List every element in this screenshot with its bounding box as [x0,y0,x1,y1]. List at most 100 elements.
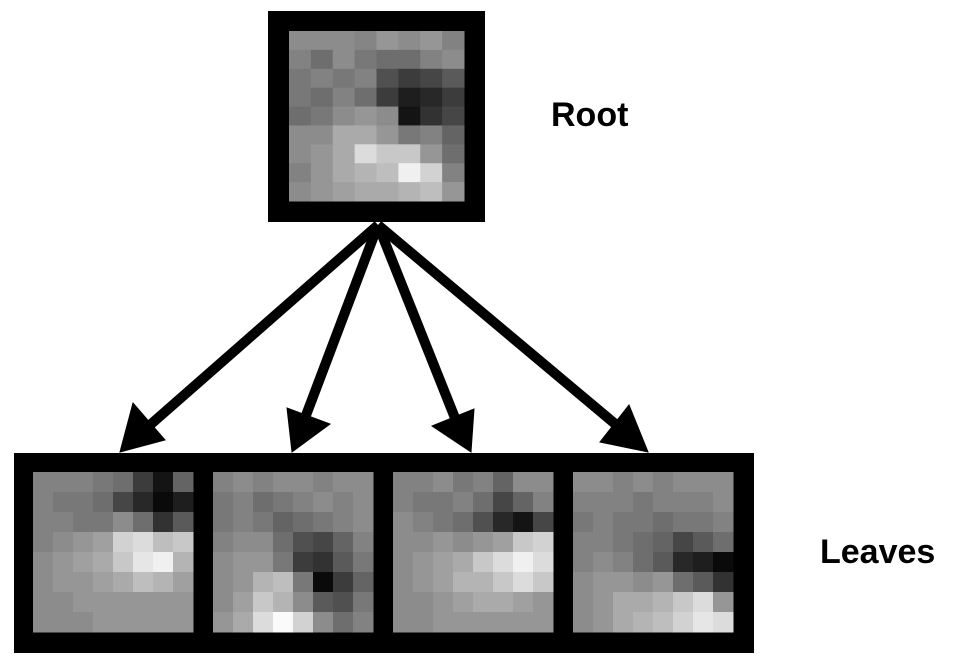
pixel-cell [573,472,594,493]
pixel-cell [33,552,54,573]
pixel-cell [73,572,94,593]
pixel-cell [310,106,334,126]
pixel-cell [413,512,434,533]
pixel-cell [420,106,443,126]
pixel-cell [593,512,614,533]
pixel-cell [473,472,494,493]
pixel-cell [713,512,734,533]
pixel-cell [693,612,714,633]
leaf-patch-4 [573,472,734,633]
pixel-cell [573,532,594,553]
pixel-cell [133,612,154,633]
pixel-cell [573,592,594,613]
pixel-cell [393,552,414,573]
pixel-cell [33,532,54,553]
pixel-cell [442,87,465,108]
pixel-cell [353,472,374,493]
pixel-cell [113,532,134,553]
pixel-cell [332,182,356,202]
pixel-cell [398,163,421,183]
pixel-cell [233,532,254,553]
pixel-cell [442,68,465,89]
pixel-cell [633,572,654,593]
pixel-cell [573,552,594,573]
pixel-cell [473,492,494,513]
pixel-cell [376,49,399,70]
pixel-cell [513,532,534,553]
pixel-cell [533,532,554,553]
pixel-cell [33,492,54,513]
pixel-cell [513,592,534,613]
pixel-cell [73,592,94,613]
pixel-cell [413,532,434,553]
pixel-cell [313,572,334,593]
leaf-patch-2 [213,472,374,633]
pixel-cell [33,572,54,593]
pixel-cell [53,572,74,593]
pixel-cell [289,68,312,89]
pixel-cell [493,512,514,533]
pixel-cell [273,532,294,553]
pixel-cell [442,49,465,70]
pixel-cell [493,472,514,493]
pixel-cell [332,144,356,164]
pixel-cell [253,512,274,533]
pixel-cell [420,31,443,51]
pixel-cell [354,31,378,51]
pixel-cell [173,532,194,553]
pixel-cell [398,87,421,108]
pixel-cell [33,612,54,633]
pixel-cell [713,532,734,553]
pixel-cell [433,512,454,533]
pixel-cell [593,472,614,493]
leaf-patch-3 [393,472,554,633]
pixel-cell [693,532,714,553]
pixel-cell [673,592,694,613]
pixel-cell [233,552,254,573]
pixel-cell [113,572,134,593]
pixel-cell [413,612,434,633]
pixel-cell [310,68,334,89]
pixel-cell [633,592,654,613]
pixel-cell [398,31,421,51]
pixel-cell [613,572,634,593]
pixel-cell [333,612,354,633]
pixel-cell [442,144,465,164]
pixel-cell [420,182,443,202]
pixel-cell [653,592,674,613]
pixel-cell [433,612,454,633]
pixel-cell [613,492,634,513]
pixel-cell [253,472,274,493]
pixel-cell [333,512,354,533]
pixel-cell [310,163,334,183]
pixel-cell [433,592,454,613]
pixel-cell [333,572,354,593]
pixel-cell [310,49,334,70]
pixel-cell [398,106,421,126]
root-patch-image [289,31,465,202]
pixel-cell [413,572,434,593]
pixel-cell [376,106,399,126]
pixel-cell [713,572,734,593]
pixel-cell [233,492,254,513]
pixel-cell [333,552,354,573]
pixel-cell [253,492,274,513]
pixel-cell [354,106,378,126]
pixel-cell [273,512,294,533]
pixel-cell [713,492,734,513]
pixel-cell [433,492,454,513]
pixel-cell [133,492,154,513]
pixel-cell [353,572,374,593]
root-pixel-grid [289,31,465,202]
pixel-cell [313,532,334,553]
pixel-cell [133,552,154,573]
pixel-cell [293,532,314,553]
pixel-cell [289,182,312,202]
pixel-cell [673,512,694,533]
pixel-cell [332,163,356,183]
pixel-cell [273,592,294,613]
pixel-cell [353,492,374,513]
pixel-cell [513,492,534,513]
pixel-cell [398,49,421,70]
